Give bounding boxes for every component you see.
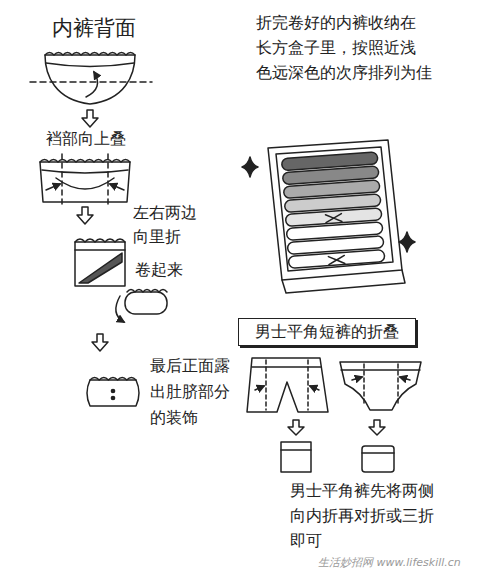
folded-briefs — [362, 446, 394, 472]
bow-mark — [325, 214, 342, 223]
fold-arrow — [110, 184, 124, 190]
stored-roll — [288, 250, 385, 269]
fold-line — [30, 81, 152, 83]
step-arrow — [82, 110, 98, 127]
storage-box-opening — [276, 147, 393, 271]
briefs-back — [45, 55, 135, 104]
lace-trim — [75, 239, 125, 242]
fold-arrow — [46, 184, 60, 190]
lace-trim — [90, 378, 136, 381]
bow-dot — [111, 389, 114, 392]
sparkle-star — [399, 232, 415, 252]
step-caption: 裆部向上叠 — [46, 128, 126, 150]
watermark: 生活妙招网 www.lifeskill.cn — [318, 556, 461, 570]
sparkle-star — [242, 157, 258, 177]
waistband-line — [42, 170, 128, 173]
step-caption: 最后正面露 出肚脐部分 的装饰 — [150, 353, 240, 431]
fold-line — [397, 364, 399, 404]
finished-roll — [87, 380, 139, 406]
storage-box-rim — [268, 140, 402, 280]
step-arrow — [92, 334, 108, 351]
step-arrow — [369, 420, 385, 435]
waistband-line — [281, 449, 311, 451]
crotch-line — [56, 178, 114, 189]
title-box: 男士平角短裤的折叠 — [238, 318, 416, 346]
step-caption: 男士平角裤先将两侧 向内折再对折或三折 即可 — [290, 478, 450, 553]
fold-line — [61, 154, 63, 208]
fold-band — [79, 253, 122, 283]
waistband-line — [75, 249, 125, 251]
step-arrow — [288, 420, 304, 435]
briefs-roll — [125, 292, 167, 314]
briefs-square — [75, 242, 125, 286]
folded-boxers — [281, 442, 311, 472]
step-caption: 左右两边 向里折 — [133, 201, 213, 249]
storage-box-side — [282, 270, 405, 293]
waistband-line — [252, 366, 321, 368]
boxer-shorts — [247, 358, 328, 412]
fold-line — [363, 364, 365, 404]
roll-stack — [281, 152, 384, 268]
waistband-line — [362, 452, 394, 454]
waistband-line — [341, 369, 420, 371]
roll-arrow — [116, 296, 124, 322]
lace-trim — [40, 160, 130, 163]
mens-briefs — [340, 362, 421, 410]
lace-trim — [45, 53, 135, 56]
step-caption: 折完卷好的内裤收纳在 长方盒子里，按照近浅 色远深色的次序排列为佳 — [256, 10, 456, 85]
fold-arrow — [352, 377, 362, 380]
fold-arrow — [255, 386, 264, 390]
fold-line — [265, 360, 267, 410]
bow-dot — [111, 396, 114, 399]
fold-arrow — [86, 72, 98, 97]
fold-line — [307, 360, 309, 410]
fold-arrow — [400, 377, 410, 380]
briefs-folded — [40, 162, 130, 202]
step-caption: 卷起来 — [135, 259, 183, 281]
box-heading: 男士平角短裤的折叠 — [255, 322, 399, 343]
fold-line — [107, 154, 109, 208]
fold-arrow — [310, 386, 319, 390]
step-caption: 内裤背面 — [52, 14, 136, 42]
waistband-line — [46, 63, 134, 67]
step-arrow — [77, 207, 93, 224]
lace-trim — [127, 290, 167, 293]
bow-mark — [328, 255, 345, 264]
